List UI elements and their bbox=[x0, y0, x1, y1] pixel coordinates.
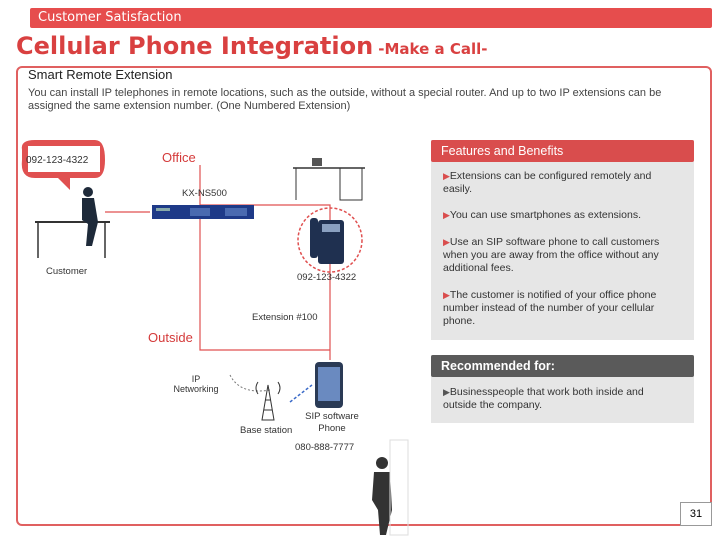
mobile-person-icon bbox=[376, 457, 388, 469]
page-title-sub: -Make a Call- bbox=[378, 40, 488, 58]
feature-text: Extensions can be configured remotely an… bbox=[443, 170, 652, 195]
office-phone-number: 092-123-4322 bbox=[297, 272, 357, 283]
bullet-icon: ▶ bbox=[443, 237, 450, 247]
bullet-icon: ▶ bbox=[443, 210, 450, 220]
recommended-panel: Recommended for: ▶Businesspeople that wo… bbox=[431, 355, 694, 423]
feature-item: ▶Use an SIP software phone to call custo… bbox=[443, 236, 678, 275]
features-panel: Features and Benefits ▶Extensions can be… bbox=[431, 140, 694, 340]
intro-text: You can install IP telephones in remote … bbox=[28, 87, 662, 112]
wireless-link-line bbox=[289, 384, 313, 403]
customer-number: 092-123-4322 bbox=[26, 155, 89, 166]
feature-item: ▶You can use smartphones as extensions. bbox=[443, 209, 678, 222]
recommended-text: Businesspeople that work both inside and… bbox=[443, 386, 644, 411]
page-number: 31 bbox=[680, 502, 712, 526]
feature-item: ▶Extensions can be configured remotely a… bbox=[443, 170, 678, 196]
pbx-label: KX-NS500 bbox=[182, 188, 227, 199]
outside-link-line bbox=[199, 205, 330, 351]
base-station-label: Base station bbox=[240, 425, 293, 436]
content-frame bbox=[16, 66, 712, 526]
section-heading: Smart Remote Extension bbox=[28, 67, 173, 82]
recommended-title: Recommended for: bbox=[431, 355, 694, 377]
page-title: Cellular Phone Integration -Make a Call- bbox=[16, 32, 488, 60]
sip-phone-label: SIP software Phone bbox=[305, 411, 359, 434]
features-title: Features and Benefits bbox=[431, 140, 694, 162]
section-label: Customer Satisfaction bbox=[38, 10, 182, 25]
outside-label: Outside bbox=[148, 330, 193, 345]
page-title-main: Cellular Phone Integration bbox=[16, 32, 374, 60]
customer-person-icon bbox=[83, 187, 93, 197]
feature-text: Use an SIP software phone to call custom… bbox=[443, 236, 660, 274]
office-phone-circle bbox=[297, 207, 363, 273]
bullet-icon: ▶ bbox=[443, 387, 450, 397]
base-station-icon bbox=[261, 384, 275, 421]
bullet-icon: ▶ bbox=[443, 290, 450, 300]
feature-item: ▶The customer is notified of your office… bbox=[443, 289, 678, 328]
mobile-number: 080-888-7777 bbox=[295, 442, 355, 453]
customer-label: Customer bbox=[46, 266, 88, 277]
bullet-icon: ▶ bbox=[443, 171, 450, 181]
recommended-item: ▶Businesspeople that work both inside an… bbox=[443, 386, 678, 412]
feature-text: The customer is notified of your office … bbox=[443, 289, 657, 327]
feature-text: You can use smartphones as extensions. bbox=[449, 209, 641, 221]
office-label: Office bbox=[162, 150, 196, 165]
section-bar: Customer Satisfaction bbox=[30, 8, 712, 28]
extension-label: Extension #100 bbox=[252, 312, 318, 323]
office-link-line bbox=[199, 165, 331, 360]
ip-networking-label: IP Networking bbox=[173, 374, 219, 394]
